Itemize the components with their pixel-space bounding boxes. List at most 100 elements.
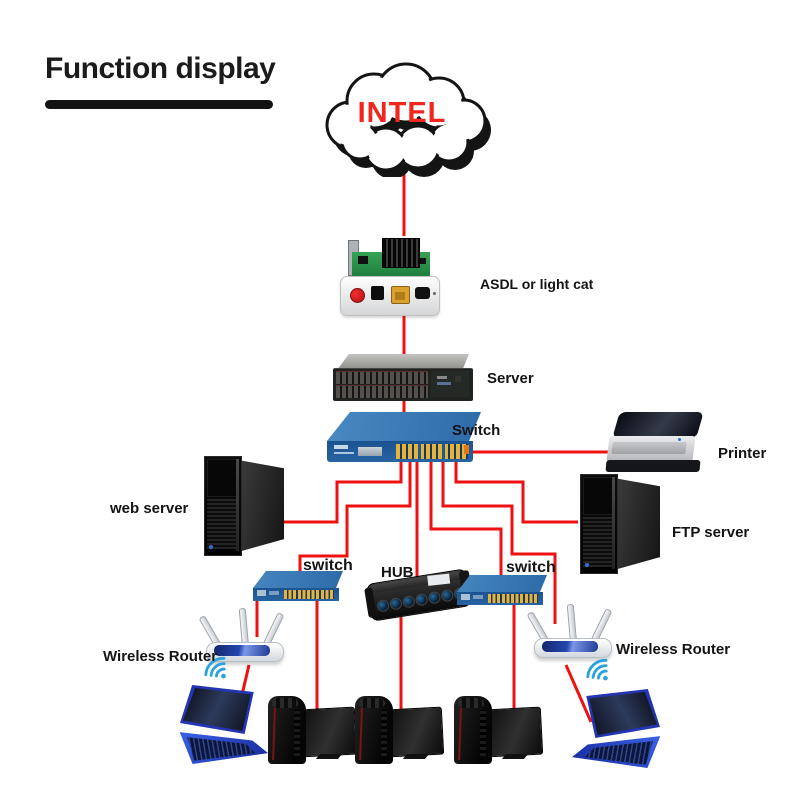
rack-detail (455, 376, 461, 382)
laptop-keyboard (187, 737, 256, 761)
pc-monitor-stand (501, 754, 529, 759)
pc-vents (480, 710, 486, 756)
modem-port (371, 286, 384, 300)
wire-switch-ftpserver (454, 456, 578, 524)
pc-vents (294, 710, 300, 756)
switch-logo (461, 594, 470, 600)
rack-drive-row (336, 371, 428, 384)
modem-chip (358, 256, 368, 264)
right-router-label: Wireless Router (616, 641, 731, 658)
tower-led (209, 545, 213, 549)
right-switch-device (456, 574, 548, 607)
left-switch-device (252, 570, 344, 603)
wire-switch-rightrouter (441, 456, 557, 624)
desktop-pc-device (452, 694, 544, 770)
switch-port-separator (418, 444, 421, 459)
modem-device (338, 226, 442, 316)
tower-bezel (207, 459, 238, 497)
ftp-server-label: FTP server (672, 524, 750, 541)
right-switch-label: switch (506, 559, 556, 576)
rack-detail (437, 382, 451, 385)
router-antenna (238, 607, 249, 647)
wire-switch-rightswitch (429, 456, 503, 582)
router-antenna (566, 603, 577, 643)
modem-chip (420, 258, 426, 264)
desktop-pc-device (353, 694, 445, 770)
printer-label: Printer (718, 445, 767, 462)
pc-tower-top (272, 698, 298, 708)
tower-strip (612, 477, 615, 569)
pc-tower-top (359, 698, 385, 708)
page-title: Function display (45, 52, 276, 85)
switch-sticker (473, 595, 483, 599)
switch-logo (334, 445, 348, 449)
rack-detail (437, 376, 447, 379)
pc-monitor-stand (315, 754, 343, 759)
switch-sticker (358, 447, 382, 456)
left-router-label: Wireless Router (103, 648, 218, 665)
desktop-pc-device (266, 694, 358, 770)
main-switch-device (326, 409, 482, 465)
server-label: Server (487, 370, 534, 387)
rack-drive-row (336, 385, 428, 398)
switch-port-separator (442, 444, 445, 459)
tower-mesh (583, 517, 613, 567)
tower-front (204, 456, 242, 556)
left-switch-label: switch (303, 557, 353, 574)
left-wireless-router-device (198, 606, 294, 670)
switch-top-face (253, 571, 343, 588)
modem-heatsink (382, 238, 420, 268)
modem-led (433, 292, 436, 295)
wire-switch-leftswitch (298, 456, 412, 580)
modem-label: ASDL or light cat (480, 276, 594, 292)
pc-tower-top (458, 698, 484, 708)
tower-bezel (583, 477, 614, 515)
wifi-signal-icon (204, 656, 226, 679)
ftp-server-device (572, 474, 664, 576)
tower-side (614, 478, 660, 570)
printer-led (678, 438, 681, 441)
cloud-label: INTEL (357, 97, 447, 129)
tower-led (585, 563, 589, 567)
printer-device (605, 412, 710, 482)
pc-vents (381, 710, 387, 756)
router-top-panel (214, 645, 270, 656)
hub-label: HUB (381, 564, 414, 581)
tower-front (580, 474, 618, 574)
switch-top-face (457, 575, 547, 592)
wifi-signal-icon (586, 658, 608, 681)
pc-monitor (385, 706, 445, 758)
modem-red-button (350, 288, 365, 303)
switch-uplink-port (464, 445, 469, 454)
pc-monitor (298, 706, 358, 758)
switch-ports (396, 444, 468, 459)
modem-port (415, 287, 430, 299)
router-top-panel (542, 641, 598, 652)
switch-ports (284, 590, 334, 599)
pc-monitor (484, 706, 544, 758)
tower-strip (236, 459, 239, 551)
tower-side (238, 460, 284, 552)
web-server-device (196, 456, 288, 558)
tower-mesh (207, 499, 237, 549)
printer-base (605, 460, 701, 472)
title-underline (45, 100, 273, 109)
wire-switch-webserver (284, 456, 403, 524)
main-switch-label: Switch (452, 422, 501, 439)
wire-rightrouter-laptop (564, 664, 593, 723)
laptop-device (572, 688, 664, 768)
switch-logo (257, 590, 266, 596)
modem-ethernet-port-inner (395, 292, 405, 300)
printer-lid (612, 412, 704, 438)
laptop-device (176, 684, 268, 764)
rack-server-lid (337, 354, 469, 370)
printer-band (611, 442, 687, 454)
internet-cloud-icon (325, 62, 491, 177)
pc-monitor-stand (402, 754, 430, 759)
switch-ports (488, 594, 538, 603)
right-wireless-router-device (526, 602, 622, 666)
rack-server-device (333, 354, 473, 404)
web-server-label: web server (110, 500, 189, 517)
switch-sticker (269, 591, 279, 595)
